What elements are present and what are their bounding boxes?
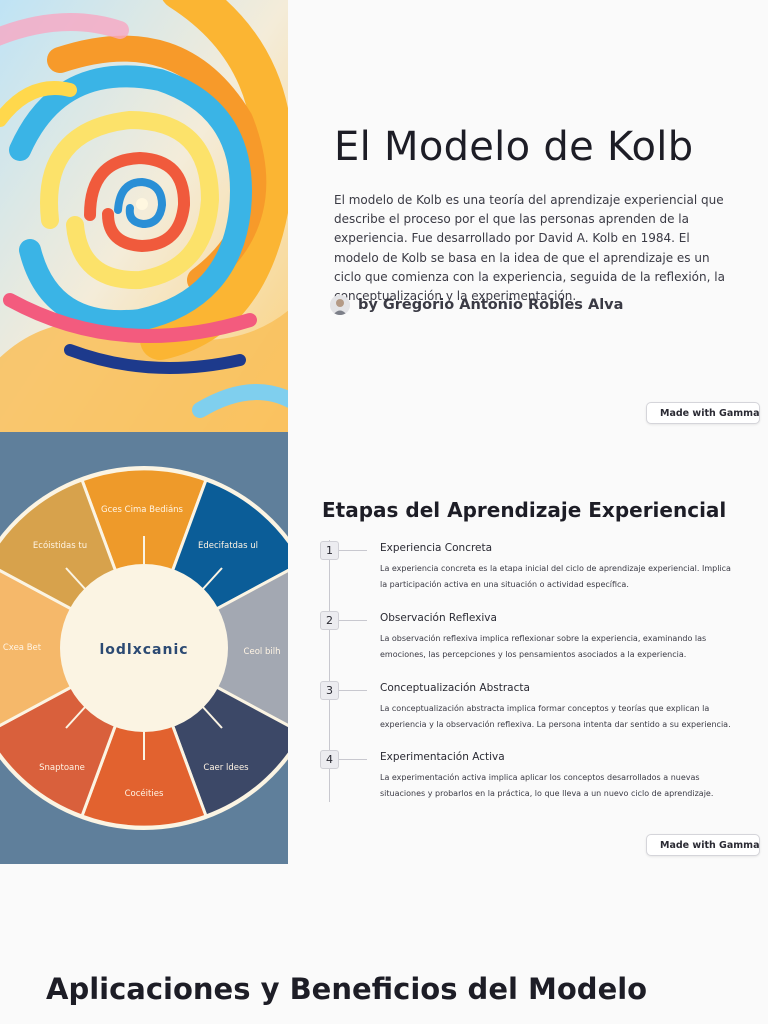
stage-title: Observación Reflexiva [380, 612, 497, 624]
slide-applications: Aplicaciones y Beneficios del Modelo [0, 864, 768, 1024]
slide-title-heading: El Modelo de Kolb [334, 124, 694, 170]
stage-connector [339, 759, 367, 760]
slide-stages: lodlxcanic Gces Cima Bediáns Edecifatdas… [0, 432, 768, 864]
swirl-artwork-image [0, 0, 288, 432]
stage-number: 1 [320, 541, 339, 560]
author-name: by Gregorio Antonio Robles Alva [358, 297, 624, 313]
stage-connector [339, 620, 367, 621]
stage-description: La experimentación activa implica aplica… [380, 773, 714, 798]
wheel-label: Cocéities [125, 788, 164, 799]
slide-title: El Modelo de Kolb El modelo de Kolb es u… [0, 0, 768, 432]
stage-title: Experiencia Concreta [380, 542, 493, 554]
avatar-icon [330, 295, 350, 315]
stage-connector [339, 690, 367, 691]
stage-number: 4 [320, 750, 339, 769]
wheel-label: Cxea Bet [3, 643, 42, 653]
timeline-line [329, 540, 330, 802]
stage-title: Experimentación Activa [380, 751, 505, 763]
swirl-artwork [0, 0, 288, 432]
applications-heading: Aplicaciones y Beneficios del Modelo [46, 972, 648, 1006]
stage-number: 3 [320, 681, 339, 700]
author-info: by Gregorio Antonio Robles Alva [330, 295, 623, 315]
wheel-label: Edecifatdas ul [198, 541, 258, 551]
stage-description: La experiencia concreta es la etapa inic… [380, 564, 731, 589]
stage-number: 2 [320, 611, 339, 630]
stage-description: La conceptualización abstracta implica f… [380, 704, 731, 729]
stage-connector [339, 550, 367, 551]
wheel-label: Gces Cima Bediáns [101, 505, 184, 515]
made-with-gamma-label: Made with Gamma [660, 839, 760, 851]
made-with-gamma-button[interactable]: Made with Gamma [646, 402, 760, 424]
wheel-label: Caer ldees [203, 763, 249, 773]
stage-description: La observación reflexiva implica reflexi… [380, 634, 707, 659]
kolb-wheel-image: lodlxcanic Gces Cima Bediáns Edecifatdas… [0, 432, 288, 864]
slide-description: El modelo de Kolb es una teoría del apre… [334, 193, 725, 304]
made-with-gamma-label: Made with Gamma [660, 407, 760, 419]
made-with-gamma-button[interactable]: Made with Gamma [646, 834, 760, 856]
stage-title: Conceptualización Abstracta [380, 682, 530, 694]
kolb-wheel-artwork: lodlxcanic Gces Cima Bediáns Edecifatdas… [0, 432, 288, 864]
stages-heading: Etapas del Aprendizaje Experiencial [322, 498, 727, 522]
wheel-label: Ceol bilh [244, 647, 281, 657]
wheel-center-label: lodlxcanic [99, 642, 188, 658]
wheel-label: Ecóistidas tu [33, 540, 87, 551]
wheel-label: Snaptoane [39, 763, 85, 773]
